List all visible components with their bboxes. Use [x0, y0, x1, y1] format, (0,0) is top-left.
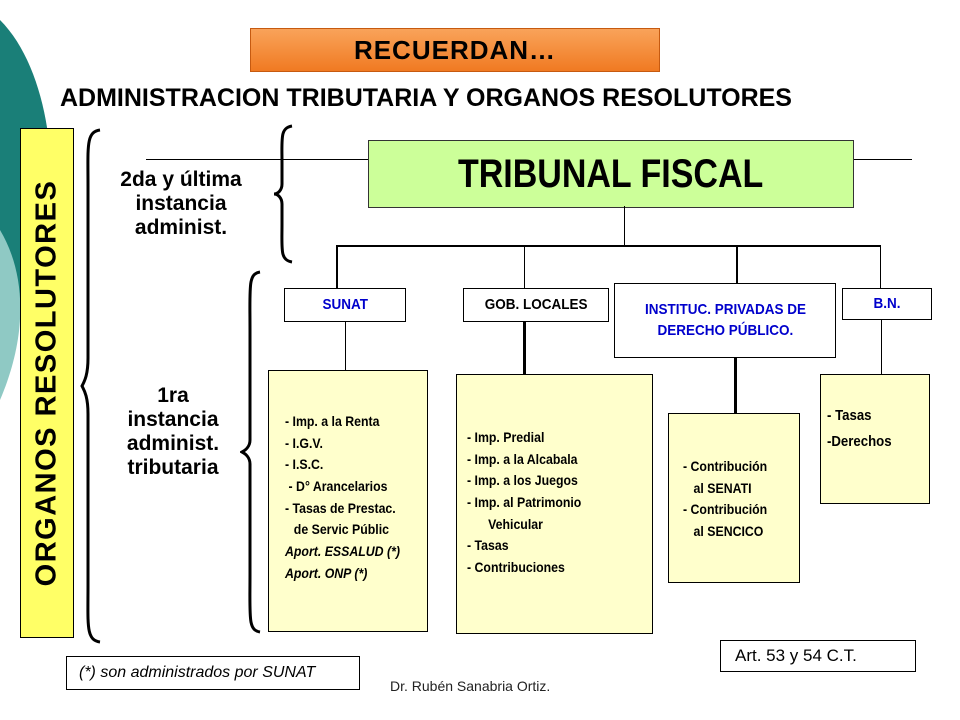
sunat-box: SUNAT — [284, 288, 406, 322]
list-item: - I.S.C. — [285, 456, 324, 473]
author-credit: Dr. Rubén Sanabria Ortiz. — [390, 678, 551, 694]
second-instance-brace — [273, 124, 293, 264]
second-instance-label: 2da y última instancia administ. — [120, 168, 242, 240]
list-item: Aport. ONP (*) — [285, 564, 368, 581]
gob-list-connector — [523, 322, 526, 374]
list-item: al SENATI — [693, 479, 752, 496]
instituc-list-connector — [734, 358, 737, 414]
bn-box: B.N. — [842, 288, 932, 320]
list-item: Aport. ESSALUD (*) — [285, 543, 400, 560]
level-one-bus — [336, 245, 881, 247]
gob-locales-box: GOB. LOCALES — [463, 288, 609, 322]
list-item: - Tasas de Prestac. — [285, 499, 396, 516]
outer-brace — [80, 128, 101, 644]
organos-resolutores-label: ORGANOS RESOLUTORES — [20, 128, 74, 638]
tribunal-fiscal-title: TRIBUNAL FISCAL — [458, 151, 764, 196]
article-reference-box: Art. 53 y 54 C.T. — [720, 640, 916, 672]
gob-locales-connector — [524, 245, 525, 288]
tribunal-fiscal-box: TRIBUNAL FISCAL — [368, 140, 854, 208]
list-item: - Imp. a la Alcabala — [467, 450, 578, 467]
instituc-list: - Contribución al SENATI - Contribución … — [668, 413, 800, 583]
instituc-box: INSTITUC. PRIVADAS DE DERECHO PÚBLICO. — [614, 283, 836, 358]
bn-list: - Tasas -Derechos — [820, 374, 930, 504]
bn-list-connector — [881, 320, 882, 374]
first-instance-brace — [240, 270, 261, 634]
gob-locales-list: - Imp. Predial - Imp. a la Alcabala - Im… — [456, 374, 653, 634]
sunat-list: - Imp. a la Renta - I.G.V. - I.S.C. - D°… — [268, 370, 428, 632]
recuerdan-banner: RECUERDAN… — [250, 28, 660, 72]
list-item: - I.G.V. — [285, 434, 323, 451]
list-item: - Imp. a la Renta — [285, 413, 380, 429]
list-item: - Tasas — [827, 407, 872, 424]
list-item: - Contribución — [683, 458, 768, 474]
list-item: -Derechos — [827, 433, 892, 451]
list-item: Vehicular — [488, 515, 543, 532]
vertical-label-text: ORGANOS RESOLUTORES — [30, 179, 63, 587]
list-item: - Imp. a los Juegos — [467, 472, 578, 489]
list-item: al SENCICO — [693, 523, 764, 540]
list-item: - Imp. al Patrimonio — [467, 494, 582, 511]
list-item: de Servic Públic — [293, 521, 389, 538]
list-item: - Contribución — [683, 501, 768, 518]
footnote-text: (*) son administrados por SUNAT — [79, 664, 316, 681]
article-reference: Art. 53 y 54 C.T. — [735, 646, 857, 665]
tribunal-down-connector — [624, 206, 625, 246]
list-item: - Tasas — [467, 537, 509, 554]
footnote-box: (*) son administrados por SUNAT — [66, 656, 360, 690]
first-instance-label: 1ra instancia administ. tributaria — [126, 384, 220, 480]
bn-connector — [880, 245, 881, 288]
sunat-list-connector — [345, 322, 346, 370]
list-item: - Contribuciones — [467, 559, 565, 576]
diagram-subtitle: ADMINISTRACION TRIBUTARIA Y ORGANOS RESO… — [60, 84, 792, 112]
list-item: - Imp. Predial — [467, 429, 545, 445]
sunat-connector — [336, 245, 338, 288]
list-item: - D° Arancelarios — [288, 478, 388, 495]
instituc-connector — [736, 245, 738, 283]
